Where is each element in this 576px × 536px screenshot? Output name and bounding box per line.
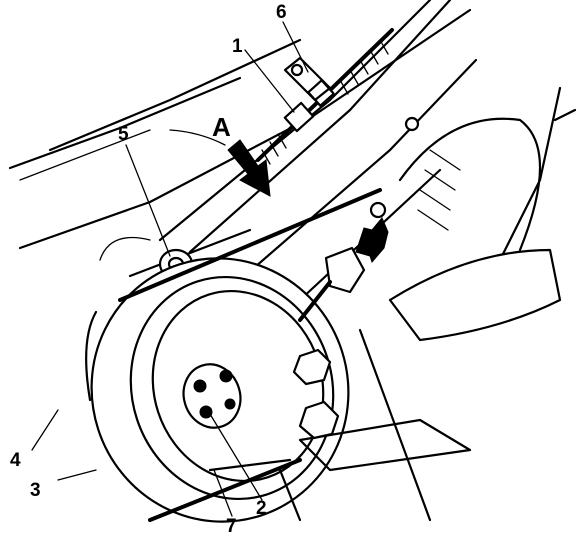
callout-3: 3: [30, 480, 41, 501]
callout-4: 4: [10, 450, 21, 471]
hub-bolt: [219, 369, 233, 383]
blade-housing: [208, 117, 562, 522]
mounting-bolt: [298, 400, 340, 440]
tension-rod: [256, 28, 394, 165]
deck-bolt: [404, 116, 420, 132]
hub-bolt: [193, 379, 207, 393]
bracket-bolt: [290, 63, 304, 77]
deck-bolt: [369, 201, 387, 219]
view-arrow-a: [227, 139, 271, 197]
callout-2: 2: [256, 498, 267, 519]
drive-belt: [85, 188, 382, 522]
arrow-label-a: A: [212, 112, 231, 142]
callout-1: 1: [232, 36, 243, 57]
idler-arm: [324, 246, 366, 294]
pointer-arrow: [355, 217, 389, 263]
mounting-bolt: [292, 348, 332, 386]
belt-pulley: [90, 257, 350, 523]
adjusting-nut: [283, 101, 315, 133]
hub-bolt: [224, 398, 236, 410]
callout-leaders: [31, 21, 309, 517]
callout-5: 5: [118, 124, 129, 145]
mounting-bolts: [292, 116, 420, 440]
callout-7: 7: [226, 516, 237, 536]
lock-nut: [307, 79, 335, 107]
pulley-hub: [182, 363, 242, 429]
tension-rail: [158, 0, 478, 302]
hub-bolt: [199, 405, 213, 419]
callout-6: 6: [276, 2, 287, 23]
